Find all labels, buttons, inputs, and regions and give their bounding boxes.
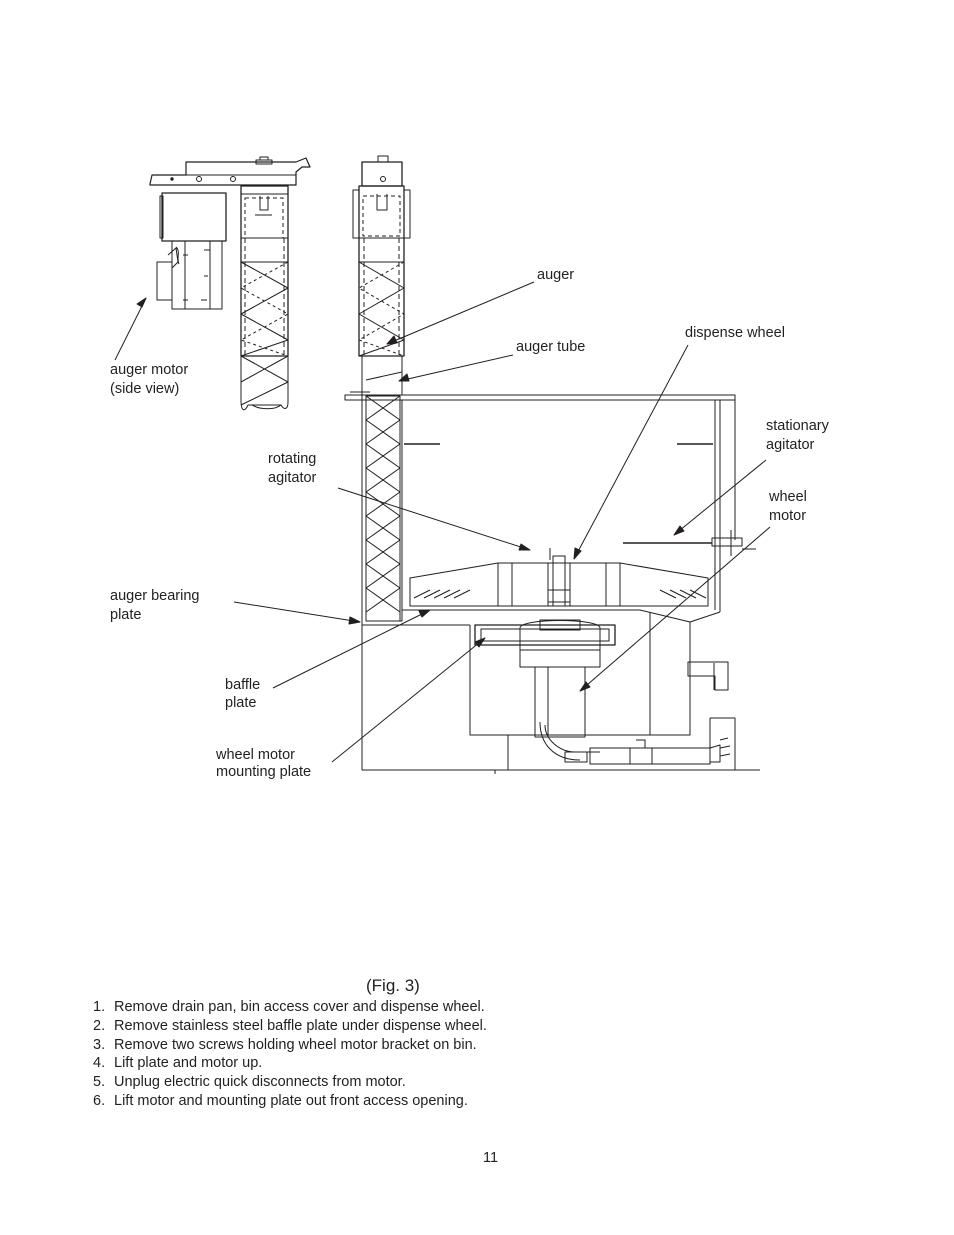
- step-item: 6. Lift motor and mounting plate out fron…: [93, 1092, 487, 1111]
- label-dispense-wheel-line1: dispense wheel: [685, 325, 785, 341]
- dispense-wheel: [409, 548, 709, 607]
- leader-lines: [114, 281, 771, 763]
- ice-bin: [344, 391, 760, 774]
- auger-tube-side-view: [240, 156, 289, 411]
- instruction-steps: 1. Remove drain pan, bin access cover and…: [93, 998, 487, 1111]
- label-wheel-motor-mounting-plate-line2: mounting plate: [216, 764, 312, 780]
- arrow-wheel-motor-mounting-plate: [331, 637, 486, 763]
- arrow-baffle-plate: [272, 609, 431, 689]
- label-auger-motor-line1: auger motor: [110, 362, 189, 378]
- wheel-motor-assembly: [474, 619, 731, 765]
- page-number: 11: [483, 1150, 499, 1166]
- label-rotating-agitator-line2: agitator: [268, 470, 317, 486]
- label-auger-line1: auger: [537, 267, 575, 283]
- step-number: 3.: [93, 1036, 106, 1053]
- label-baffle-plate: baffle plate: [225, 676, 260, 712]
- label-stationary-agitator-line1: stationary: [766, 418, 829, 434]
- figure-caption: (Fig. 3): [366, 976, 420, 995]
- auger-tube-front-view: [352, 155, 411, 770]
- label-stationary-agitator-line2: agitator: [766, 437, 815, 453]
- step-item: 5. Unplug electric quick disconnects from…: [93, 1073, 487, 1092]
- step-number: 4.: [93, 1055, 106, 1072]
- label-auger-motor: auger motor (side view): [110, 361, 188, 399]
- label-auger: auger: [537, 266, 574, 285]
- step-text: Lift plate and motor up.: [114, 1055, 263, 1072]
- label-auger-tube: auger tube: [516, 338, 585, 357]
- label-auger-bearing-plate-line1: auger bearing: [110, 588, 200, 604]
- label-auger-bearing-plate-line2: plate: [110, 607, 142, 623]
- arrow-stationary-agitator: [673, 459, 767, 536]
- arrow-auger: [386, 281, 535, 345]
- arrow-wheel-motor: [579, 526, 771, 692]
- arrow-dispense-wheel: [573, 344, 689, 560]
- step-text: Remove drain pan, bin access cover and d…: [114, 999, 485, 1015]
- label-baffle-plate-line2: plate: [225, 695, 257, 711]
- label-rotating-agitator-line1: rotating: [268, 451, 317, 467]
- step-number: 5.: [93, 1074, 106, 1091]
- label-auger-tube-line1: auger tube: [516, 339, 586, 355]
- label-wheel-motor-mounting-plate-line1: wheel motor: [216, 747, 295, 763]
- label-baffle-plate-line1: baffle: [225, 677, 261, 693]
- step-text: Unplug electric quick disconnects from m…: [114, 1074, 406, 1091]
- label-wheel-motor-mounting-plate: wheel motor mounting plate: [216, 747, 311, 781]
- step-text: Remove two screws holding wheel motor br…: [114, 1036, 477, 1053]
- step-number: 1.: [93, 999, 106, 1015]
- arrow-auger-tube: [398, 354, 514, 382]
- step-item: 1. Remove drain pan, bin access cover and…: [93, 998, 487, 1017]
- step-item: 4. Lift plate and motor up.: [93, 1054, 487, 1073]
- step-number: 6.: [93, 1092, 106, 1109]
- label-auger-motor-line2: (side view): [110, 381, 180, 397]
- label-wheel-motor-line2: motor: [769, 508, 807, 524]
- label-dispense-wheel: dispense wheel: [685, 324, 785, 343]
- arrow-auger-bearing-plate: [233, 601, 361, 625]
- step-item: 2. Remove stainless steel baffle plate un…: [93, 1017, 487, 1036]
- step-text: Lift motor and mounting plate out front …: [114, 1092, 468, 1109]
- label-wheel-motor: wheel motor: [769, 488, 807, 526]
- step-text: Remove stainless steel baffle plate unde…: [114, 1017, 487, 1034]
- step-number: 2.: [93, 1017, 106, 1034]
- label-auger-bearing-plate: auger bearing plate: [110, 587, 200, 625]
- step-item: 3. Remove two screws holding wheel motor …: [93, 1036, 487, 1055]
- arrow-auger-motor: [114, 297, 147, 361]
- arrow-rotating-agitator: [337, 487, 531, 551]
- label-rotating-agitator: rotating agitator: [268, 450, 316, 488]
- label-stationary-agitator: stationary agitator: [766, 417, 829, 455]
- auger-motor-side-view: [149, 157, 311, 310]
- label-wheel-motor-line1: wheel: [769, 489, 807, 505]
